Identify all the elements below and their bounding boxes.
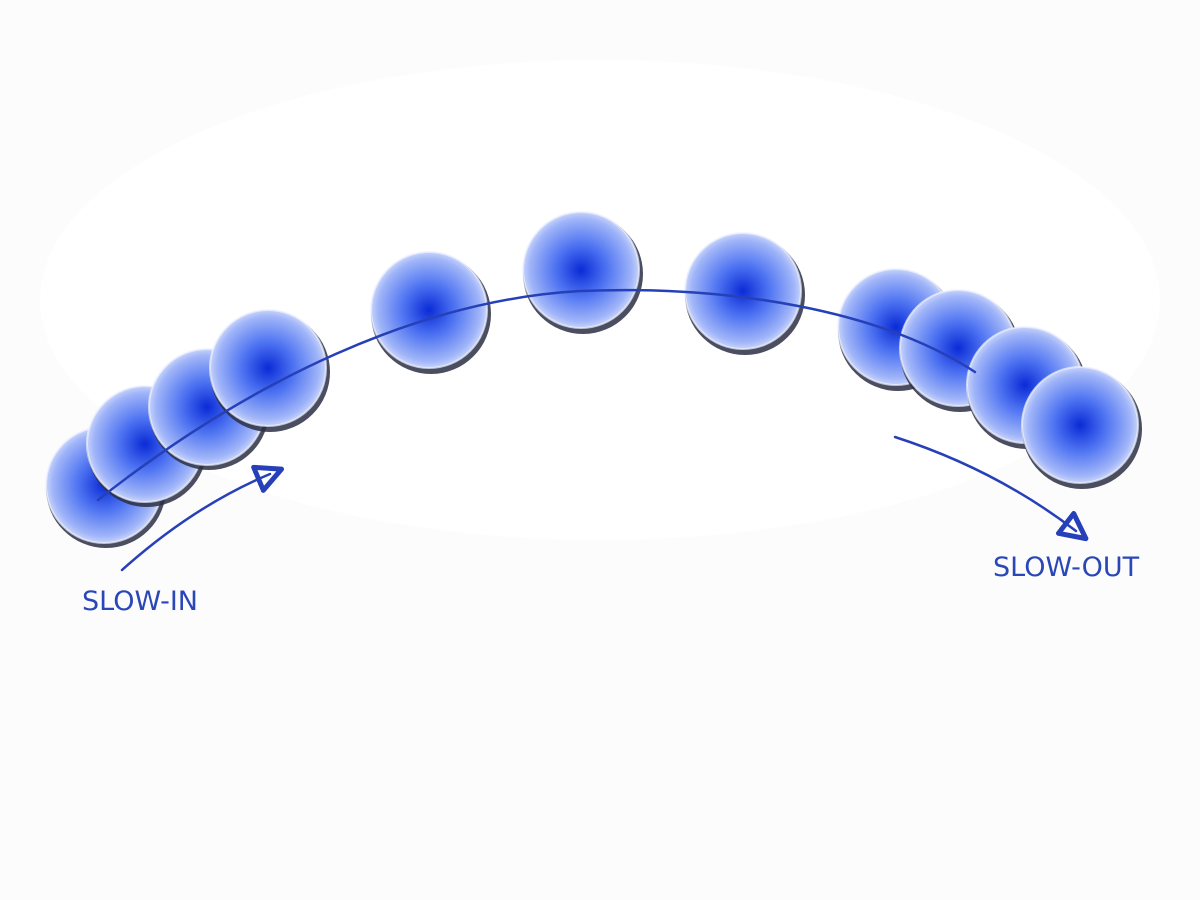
slow-out-label: SLOW-OUT bbox=[993, 552, 1140, 583]
slow-out-arrow bbox=[893, 435, 1089, 542]
ball-group bbox=[45, 211, 1142, 548]
ball-7 bbox=[684, 232, 805, 355]
motion-path-arc bbox=[96, 288, 977, 502]
slow-in-arrow bbox=[120, 464, 285, 572]
slow-in-label: SLOW-IN bbox=[82, 586, 198, 617]
ball-11 bbox=[1021, 366, 1142, 489]
ball-5 bbox=[370, 251, 491, 374]
ball-6 bbox=[522, 211, 643, 334]
